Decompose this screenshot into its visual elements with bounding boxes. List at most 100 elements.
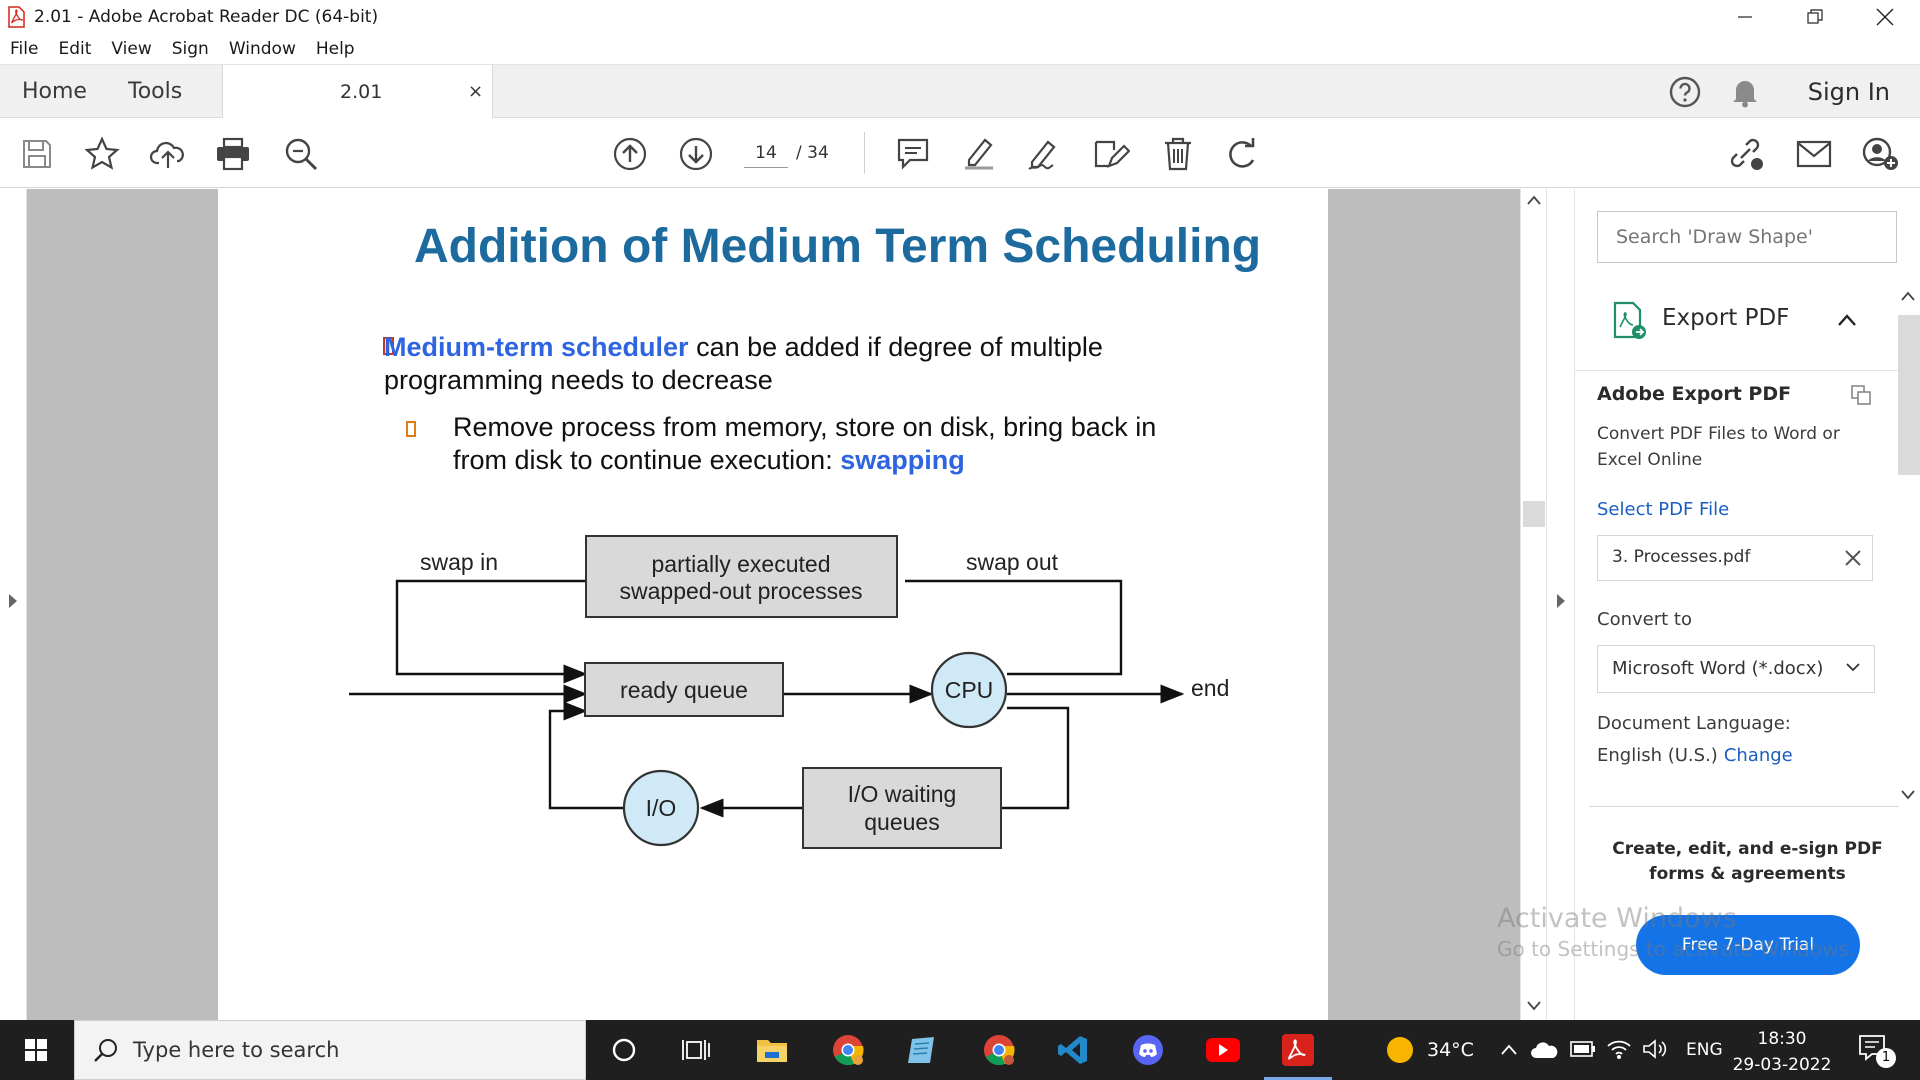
- expand-right-icon: [1557, 594, 1565, 608]
- share-link-button[interactable]: [1726, 134, 1766, 174]
- panel-scroll-down-icon[interactable]: [1901, 790, 1915, 800]
- menu-view[interactable]: View: [111, 39, 152, 59]
- scroll-down-icon[interactable]: [1527, 1001, 1541, 1011]
- onedrive-icon[interactable]: [1530, 1040, 1558, 1060]
- free-trial-button[interactable]: Free 7-Day Trial: [1636, 915, 1860, 975]
- panel-scrollbar[interactable]: [1895, 285, 1920, 805]
- close-window-button[interactable]: [1850, 0, 1920, 34]
- left-panel-toggle[interactable]: [0, 189, 27, 1020]
- tools-search-input[interactable]: [1597, 211, 1897, 263]
- print-button[interactable]: [213, 134, 253, 174]
- rotate-button[interactable]: [1223, 134, 1263, 174]
- acrobat-app-icon: [8, 6, 25, 28]
- menu-file[interactable]: File: [10, 39, 39, 59]
- page-margin-right: [1328, 189, 1520, 1020]
- clock[interactable]: 18:30 29-03-2022: [1732, 1026, 1832, 1078]
- swapping-term: swapping: [840, 445, 965, 475]
- file-explorer-button[interactable]: [752, 1030, 792, 1070]
- restore-button[interactable]: [1780, 0, 1850, 34]
- notifications-button[interactable]: 1: [1858, 1034, 1898, 1070]
- expand-left-icon: [9, 594, 17, 608]
- taskbar-search[interactable]: Type here to search: [74, 1020, 586, 1080]
- cpu-to-io-wait: [1001, 706, 1070, 810]
- remove-file-icon[interactable]: [1844, 549, 1862, 567]
- close-tab-button[interactable]: ×: [468, 81, 484, 102]
- tab-document[interactable]: 2.01 ×: [222, 65, 493, 120]
- menu-edit[interactable]: Edit: [58, 39, 92, 59]
- task-view-button[interactable]: [676, 1030, 716, 1070]
- next-page-button[interactable]: [676, 134, 716, 174]
- wifi-icon[interactable]: [1606, 1038, 1632, 1060]
- scroll-up-icon[interactable]: [1527, 195, 1541, 205]
- search-icon: [94, 1039, 117, 1062]
- vscode-button[interactable]: [1053, 1030, 1093, 1070]
- printer-icon: [217, 137, 249, 171]
- draw-button[interactable]: [1025, 134, 1065, 174]
- clock-date: 29-03-2022: [1732, 1055, 1832, 1075]
- add-user-button[interactable]: [1860, 134, 1900, 174]
- discord-button[interactable]: [1128, 1030, 1168, 1070]
- highlight-button[interactable]: [959, 134, 999, 174]
- chrome-profile-button[interactable]: [979, 1030, 1019, 1070]
- document-area: Addition of Medium Term Scheduling Mediu…: [0, 189, 1575, 1020]
- right-panel-toggle[interactable]: [1546, 189, 1575, 1020]
- menu-window[interactable]: Window: [228, 39, 296, 59]
- app-button[interactable]: [902, 1030, 942, 1070]
- bookmark-button[interactable]: [82, 134, 122, 174]
- document-scrollbar[interactable]: [1520, 189, 1546, 1020]
- io-waiting-box: [802, 767, 1002, 849]
- tab-tools[interactable]: Tools: [128, 79, 183, 104]
- sign-in-button[interactable]: Sign In: [1807, 78, 1890, 106]
- scheduling-diagram: swap in swap out partially executed swap…: [349, 535, 1229, 849]
- chevron-up-tray-icon[interactable]: [1500, 1042, 1518, 1056]
- export-pdf-icon: [1613, 301, 1646, 339]
- convert-format-select[interactable]: Microsoft Word (*.docx): [1597, 645, 1875, 693]
- battery-icon[interactable]: [1570, 1040, 1596, 1058]
- scrollbar-thumb[interactable]: [1523, 501, 1545, 527]
- help-icon[interactable]: [1668, 75, 1702, 109]
- panel-scrollbar-thumb[interactable]: [1898, 315, 1920, 475]
- email-button[interactable]: [1794, 134, 1834, 174]
- start-button[interactable]: [0, 1020, 72, 1080]
- star-icon: [84, 136, 120, 170]
- partial-line-2: swapped-out processes: [620, 578, 863, 604]
- toolbar: 14 / 34: [0, 118, 1920, 188]
- export-pdf-header[interactable]: Export PDF: [1575, 285, 1920, 371]
- menu-help[interactable]: Help: [315, 39, 355, 59]
- acrobat-icon: [1282, 1034, 1314, 1066]
- save-button[interactable]: [17, 134, 57, 174]
- delete-button[interactable]: [1158, 134, 1198, 174]
- select-pdf-file-link[interactable]: Select PDF File: [1597, 499, 1730, 520]
- tab-home[interactable]: Home: [22, 79, 87, 104]
- cortana-icon: [612, 1038, 636, 1062]
- previous-page-button[interactable]: [610, 134, 650, 174]
- save-icon: [23, 140, 51, 168]
- comment-button[interactable]: [893, 134, 933, 174]
- acrobat-active-indicator: [1264, 1077, 1332, 1080]
- menu-sign[interactable]: Sign: [171, 39, 209, 59]
- temperature: 34°C: [1427, 1039, 1474, 1061]
- chrome-button[interactable]: [828, 1030, 868, 1070]
- acrobat-taskbar-button[interactable]: [1278, 1030, 1318, 1070]
- zoom-search-button[interactable]: [281, 134, 321, 174]
- weather-widget[interactable]: 34°C: [1385, 1020, 1474, 1080]
- page-number-input[interactable]: 14: [744, 138, 788, 168]
- youtube-icon: [1206, 1038, 1240, 1062]
- minimize-button[interactable]: [1710, 0, 1780, 34]
- bell-icon[interactable]: [1730, 76, 1760, 108]
- volume-icon[interactable]: [1642, 1038, 1668, 1060]
- sub-bullet-marker: [406, 421, 416, 437]
- upload-button[interactable]: [148, 134, 188, 174]
- youtube-button[interactable]: [1203, 1030, 1243, 1070]
- change-language-link[interactable]: Change: [1723, 745, 1793, 766]
- copy-icon[interactable]: [1849, 383, 1873, 407]
- language-indicator[interactable]: ENG: [1686, 1040, 1723, 1060]
- edit-button[interactable]: [1091, 134, 1131, 174]
- clock-time: 18:30: [1757, 1029, 1807, 1049]
- chevron-up-icon[interactable]: [1837, 313, 1857, 327]
- selected-file-field[interactable]: 3. Processes.pdf: [1597, 535, 1873, 581]
- window-title: 2.01 - Adobe Acrobat Reader DC (64-bit): [34, 7, 379, 27]
- io-waiting-line-2: queues: [864, 809, 939, 835]
- cortana-button[interactable]: [604, 1030, 644, 1070]
- panel-scroll-up-icon[interactable]: [1901, 291, 1915, 301]
